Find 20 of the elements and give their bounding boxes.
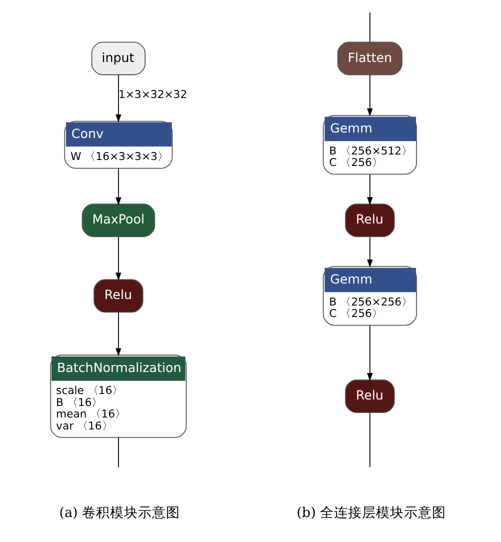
arrow [367, 74, 373, 117]
edge-label: 1×3×32×32 [118, 88, 188, 101]
arrow [367, 236, 373, 268]
label: (b) 全连接层模块示意图 [296, 505, 446, 522]
node-box: Relu [345, 380, 395, 413]
node-box: Relu [345, 204, 395, 238]
node-box: Flatten [337, 42, 402, 76]
connector [369, 412, 370, 468]
arrow [367, 324, 373, 382]
arrow [116, 74, 122, 123]
connector [369, 12, 370, 42]
arrow [116, 236, 122, 281]
node-box: input [91, 42, 146, 76]
node-box: MaxPool [82, 204, 156, 238]
connector [118, 437, 119, 468]
label: (a) 卷积模块示意图 [59, 505, 180, 522]
arrow [116, 312, 122, 356]
node-box: Relu [94, 279, 144, 313]
arrow [367, 174, 373, 206]
arrow [116, 168, 122, 206]
